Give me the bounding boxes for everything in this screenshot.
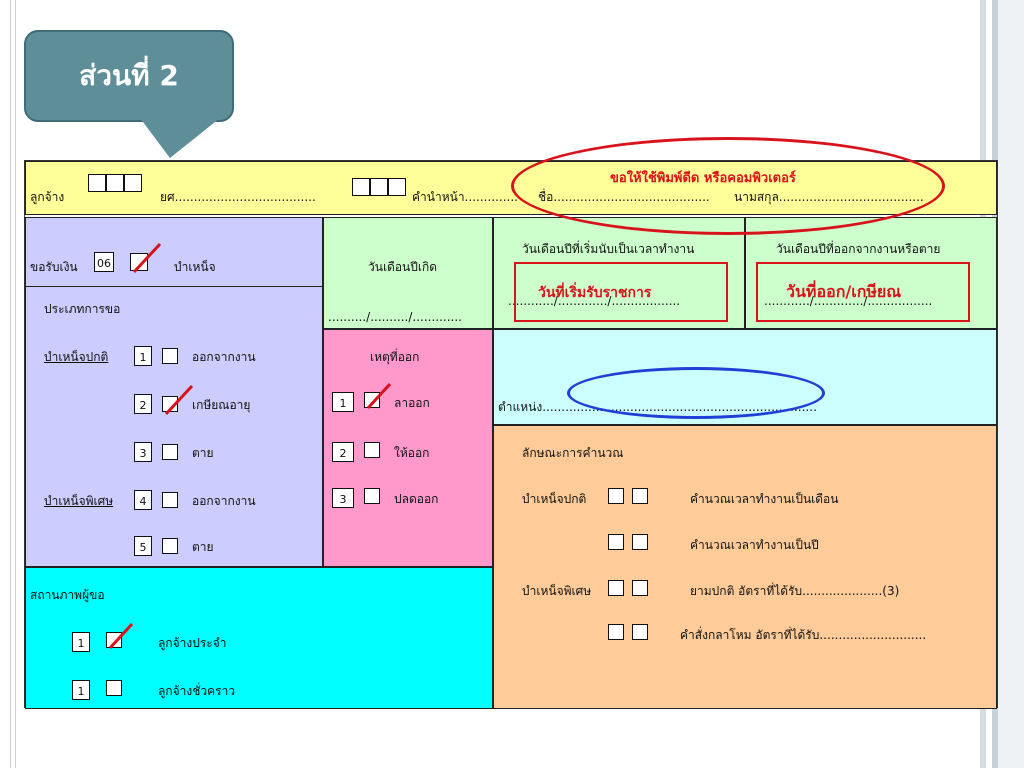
prefix-box-1[interactable]: [352, 178, 370, 196]
start-date-annotation-box: [514, 262, 728, 322]
end-date-blank: ............/............./.............…: [764, 294, 933, 308]
status-option-1-num: 1: [72, 632, 90, 652]
status-title: สถานภาพผู้ขอ: [30, 588, 105, 602]
calc-peacetime-label: ยามปกติ อัตราที่ได้รับ..................…: [690, 584, 900, 598]
birth-date-blank: ........../........../.............: [328, 310, 462, 324]
calc-martial-box-2[interactable]: [632, 624, 648, 640]
pension-form: ลูกจ้าง ยศ..............................…: [24, 137, 998, 709]
option-1-label: ออกจากงาน: [192, 350, 256, 364]
option-4-num: 4: [134, 490, 152, 510]
employee-code-box-3[interactable]: [124, 174, 142, 192]
option-1-checkbox[interactable]: [162, 348, 178, 364]
calc-normal-box-1[interactable]: [608, 488, 624, 504]
exit-option-2-label: ให้ออก: [394, 446, 430, 460]
option-5-label: ตาย: [192, 540, 214, 554]
red-check-icon: [132, 242, 162, 274]
exit-option-1-label: ลาออก: [394, 396, 430, 410]
option-3-checkbox[interactable]: [162, 444, 178, 460]
blue-highlight-oval: [567, 367, 825, 419]
calc-yearly-label: คำนวณเวลาทำงานเป็นปี: [690, 538, 819, 552]
red-highlight-oval: [511, 137, 945, 235]
section-callout-title: ส่วนที่ 2: [79, 59, 179, 92]
option-2-num: 2: [134, 394, 152, 414]
callout-tail: [140, 118, 220, 158]
calculation-title: ลักษณะการคำนวณ: [522, 446, 624, 460]
request-label: ขอรับเงิน: [30, 260, 78, 274]
rank-label: ยศ.....................................: [160, 190, 316, 204]
start-date-title: วันเดือนปีที่เริ่มนับเป็นเวลาทำงาน: [522, 242, 695, 256]
option-4-label: ออกจากงาน: [192, 494, 256, 508]
exit-option-3-num: 3: [332, 488, 354, 508]
red-check-icon: [366, 382, 392, 410]
exit-option-1-num: 1: [332, 392, 354, 412]
exit-option-2-checkbox[interactable]: [364, 442, 380, 458]
calculation-panel: ลักษณะการคำนวณ บำเหน็จปกติ คำนวณเวลาทำงา…: [493, 425, 997, 709]
status-option-1-label: ลูกจ้างประจำ: [158, 636, 227, 650]
employee-label: ลูกจ้าง: [30, 190, 65, 204]
exit-reason-panel: เหตุที่ออก 1 ลาออก 2 ให้ออก 3 ปลดออก: [323, 329, 493, 567]
status-option-2-label: ลูกจ้างชั่วคราว: [158, 684, 236, 698]
option-2-label: เกษียณอายุ: [192, 398, 251, 412]
calc-martial-label: คำสั่งกลาโหม อัตราที่ได้รับ.............…: [680, 628, 927, 642]
request-type-checkbox[interactable]: [130, 253, 148, 271]
calc-martial-box-1[interactable]: [608, 624, 624, 640]
request-type-panel: ขอรับเงิน 06 บำเหน็จ ประเภทการขอ บำเหน็จ…: [25, 217, 323, 567]
option-3-num: 3: [134, 442, 152, 462]
calc-special-box-2[interactable]: [632, 580, 648, 596]
status-option-2-checkbox[interactable]: [106, 680, 122, 696]
exit-reason-title: เหตุที่ออก: [370, 350, 420, 364]
prefix-label: คำนำหน้า..............: [412, 190, 518, 204]
normal-pension-label: บำเหน็จปกติ: [44, 350, 109, 364]
employee-code-box-2[interactable]: [106, 174, 124, 192]
start-date-cell: วันเดือนปีที่เริ่มนับเป็นเวลาทำงาน .....…: [493, 217, 745, 329]
option-4-checkbox[interactable]: [162, 492, 178, 508]
request-type-title: ประเภทการขอ: [44, 302, 121, 316]
red-check-icon: [108, 622, 134, 650]
status-panel: สถานภาพผู้ขอ 1 ลูกจ้างประจำ 1 ลูกจ้างชั่…: [25, 567, 493, 709]
exit-option-1-checkbox[interactable]: [364, 392, 380, 408]
start-date-annotation: วันที่เริ่มรับราชการ: [538, 285, 652, 301]
end-date-annotation-box: [756, 262, 970, 322]
calc-normal-box-2[interactable]: [632, 488, 648, 504]
option-3-label: ตาย: [192, 446, 214, 460]
calc-yearly-box-1[interactable]: [608, 534, 624, 550]
option-1-num: 1: [134, 346, 152, 366]
calc-monthly-label: คำนวณเวลาทำงานเป็นเดือน: [690, 492, 839, 506]
exit-option-3-label: ปลดออก: [394, 492, 439, 506]
employee-code-box-1[interactable]: [88, 174, 106, 192]
exit-option-3-checkbox[interactable]: [364, 488, 380, 504]
option-5-num: 5: [134, 536, 152, 556]
special-pension-label: บำเหน็จพิเศษ: [44, 494, 114, 508]
request-code: 06: [94, 252, 114, 272]
request-divider: [26, 286, 322, 287]
end-date-title: วันเดือนปีที่ออกจากงานหรือตาย: [776, 242, 941, 256]
start-date-blank: ............/............./.............…: [508, 294, 681, 308]
section-callout: ส่วนที่ 2: [24, 30, 234, 122]
birth-date-cell: วันเดือนปีเกิด ........../........../...…: [323, 217, 493, 329]
calc-normal-label: บำเหน็จปกติ: [522, 492, 587, 506]
status-option-1-checkbox[interactable]: [106, 632, 122, 648]
birth-date-title: วันเดือนปีเกิด: [368, 260, 438, 274]
prefix-box-2[interactable]: [370, 178, 388, 196]
request-type-label: บำเหน็จ: [174, 260, 216, 274]
option-5-checkbox[interactable]: [162, 538, 178, 554]
status-option-2-num: 1: [72, 680, 90, 700]
calc-yearly-box-2[interactable]: [632, 534, 648, 550]
end-date-annotation: วันที่ออก/เกษียณ: [786, 282, 902, 301]
exit-option-2-num: 2: [332, 442, 354, 462]
red-check-icon: [164, 384, 194, 416]
end-date-cell: วันเดือนปีที่ออกจากงานหรือตาย ..........…: [745, 217, 997, 329]
prefix-box-3[interactable]: [388, 178, 406, 196]
calc-special-label: บำเหน็จพิเศษ: [522, 584, 592, 598]
calc-special-box-1[interactable]: [608, 580, 624, 596]
slide-left-border: [10, 0, 16, 768]
